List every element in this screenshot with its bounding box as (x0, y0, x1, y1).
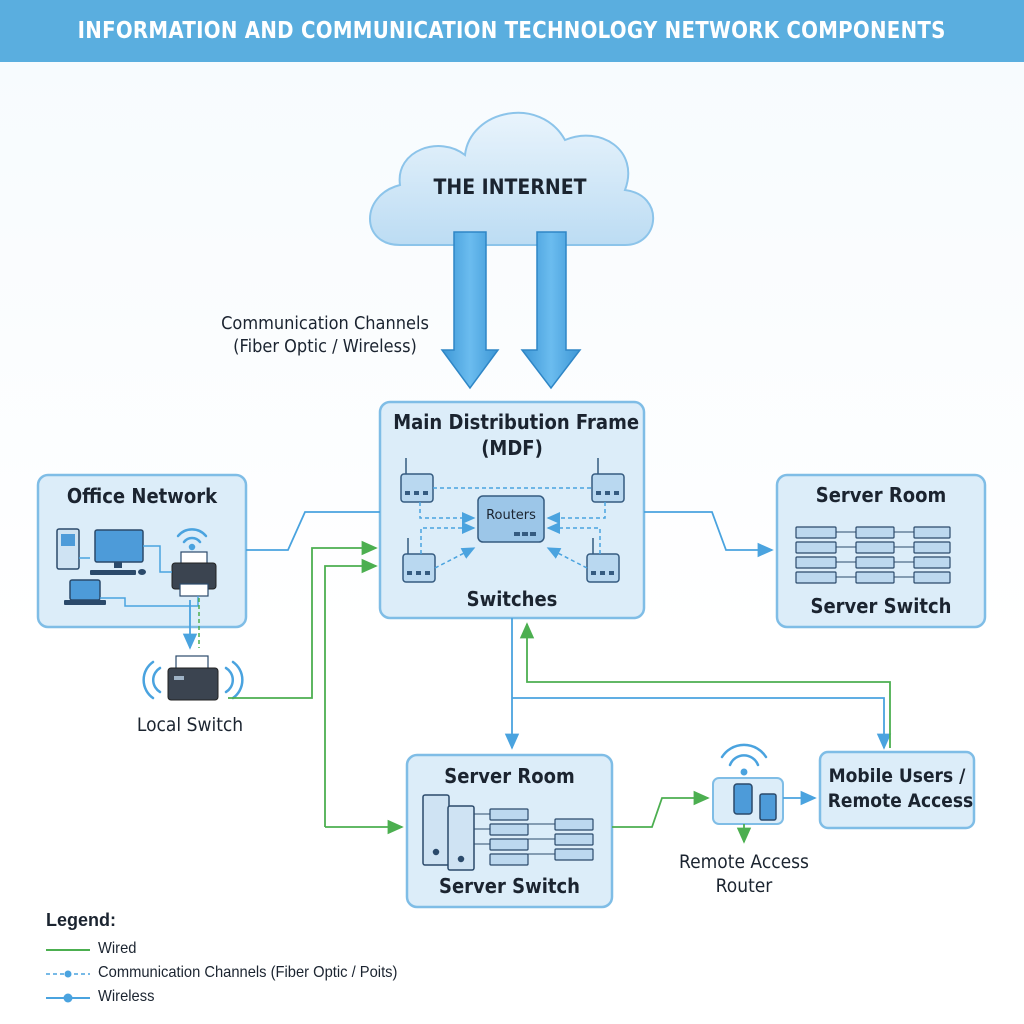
mdf-switch-top-right (591, 458, 625, 503)
desktop-tower-icon (56, 528, 80, 570)
page-title: INFORMATION AND COMMUNICATION TECHNOLOGY… (77, 18, 946, 44)
legend-item-label: Communication Channels (Fiber Optic / Po… (98, 964, 398, 981)
server-room-bottom-title: Server Room (444, 764, 575, 788)
laptop-icon (64, 579, 106, 605)
legend-wireless-swatch (46, 993, 90, 1003)
connection-lines (228, 511, 892, 844)
internet-label: THE INTERNET (433, 175, 587, 199)
legend-item-label: Wireless (98, 988, 155, 1005)
channel-arrow-right (520, 231, 582, 390)
legend-item-wireless: Wireless (46, 988, 159, 1006)
legend-title: Legend: (46, 910, 116, 930)
office-printer-icon (171, 551, 217, 597)
mdf-router (477, 495, 545, 543)
office-to-local-switch-links (182, 598, 200, 650)
mdf-switches-label: Switches (466, 587, 558, 611)
legend-item-fiber: Communication Channels (Fiber Optic / Po… (46, 964, 423, 982)
remote-router-wifi-icon (720, 743, 768, 776)
channel-arrow-left (440, 231, 500, 390)
mdf-title: Main Distribution Frame (MDF) (393, 410, 640, 460)
server-room-right-sub: Server Switch (810, 594, 952, 618)
server-towers-icon (422, 794, 475, 871)
mdf-dashed-links (419, 487, 606, 569)
server-rack-bottom-links (474, 813, 555, 855)
phone-icon (733, 783, 753, 815)
mdf-switch-bottom-right (586, 538, 620, 583)
office-network-title: Office Network (66, 484, 218, 508)
local-switch-printer-icon (167, 655, 219, 701)
server-room-right-title: Server Room (815, 483, 947, 507)
mdf-switch-bottom-left (402, 538, 436, 583)
tablet-icon (759, 793, 777, 821)
title-banner: INFORMATION AND COMMUNICATION TECHNOLOGY… (0, 0, 1024, 62)
internet-cloud (369, 111, 655, 246)
wifi-icon (176, 528, 208, 551)
monitor-icon (90, 529, 146, 575)
legend-fiber-swatch (46, 970, 90, 978)
remote-router-label: Remote Access Router (679, 851, 809, 897)
mobile-users-box (818, 750, 976, 830)
local-switch-wifi-waves (142, 660, 244, 700)
server-room-bottom-sub: Server Switch (439, 874, 580, 898)
office-internal-links (79, 545, 199, 607)
legend-item-wired: Wired (46, 940, 140, 958)
mobile-users-label: Mobile Users / Remote Access (827, 765, 974, 812)
channels-label: Communication Channels (Fiber Optic / Wi… (221, 313, 429, 357)
legend-item-label: Wired (98, 940, 137, 957)
server-rack-right-links (836, 531, 914, 578)
mdf-switch-top-left (400, 458, 434, 503)
local-switch-label: Local Switch (136, 714, 244, 736)
server-rack-right (795, 526, 951, 584)
mdf-routers-label: Routers (486, 508, 536, 523)
